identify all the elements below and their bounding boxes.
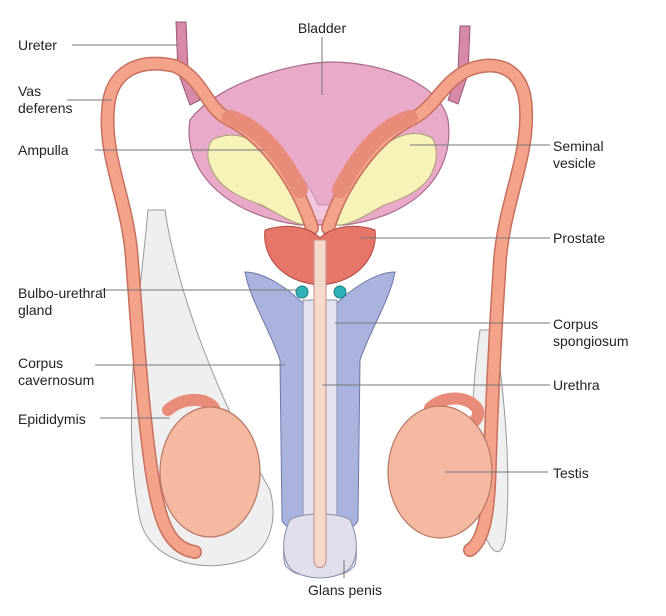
label-glans-penis: Glans penis	[308, 582, 382, 598]
bulbo-urethral-gland-right	[333, 285, 347, 299]
urethra	[313, 239, 327, 568]
ampulla-right	[332, 110, 418, 198]
label-corpus-spongiosum: Corpus spongiosum	[553, 316, 629, 349]
label-prostate: Prostate	[553, 230, 606, 246]
corpus-cavernosum-right	[334, 271, 396, 528]
label-ampulla: Ampulla	[18, 142, 69, 158]
label-bulbo-urethral-gland: Bulbo-urethral gland	[18, 285, 106, 318]
leader-lines	[67, 37, 550, 578]
label-vas-deferens: Vas deferens	[18, 83, 73, 116]
label-epididymis: Epididymis	[18, 411, 86, 427]
testis-left	[159, 406, 261, 538]
label-seminal-vesicle: Seminal vesicle	[553, 138, 604, 171]
label-urethra: Urethra	[553, 377, 600, 393]
ampulla-left	[222, 110, 308, 198]
label-bladder: Bladder	[297, 20, 347, 36]
label-testis: Testis	[553, 465, 589, 481]
bulbo-urethral-gland-left	[295, 285, 309, 299]
label-corpus-cavernosum: Corpus cavernosum	[18, 355, 95, 388]
label-ureter: Ureter	[18, 37, 57, 53]
